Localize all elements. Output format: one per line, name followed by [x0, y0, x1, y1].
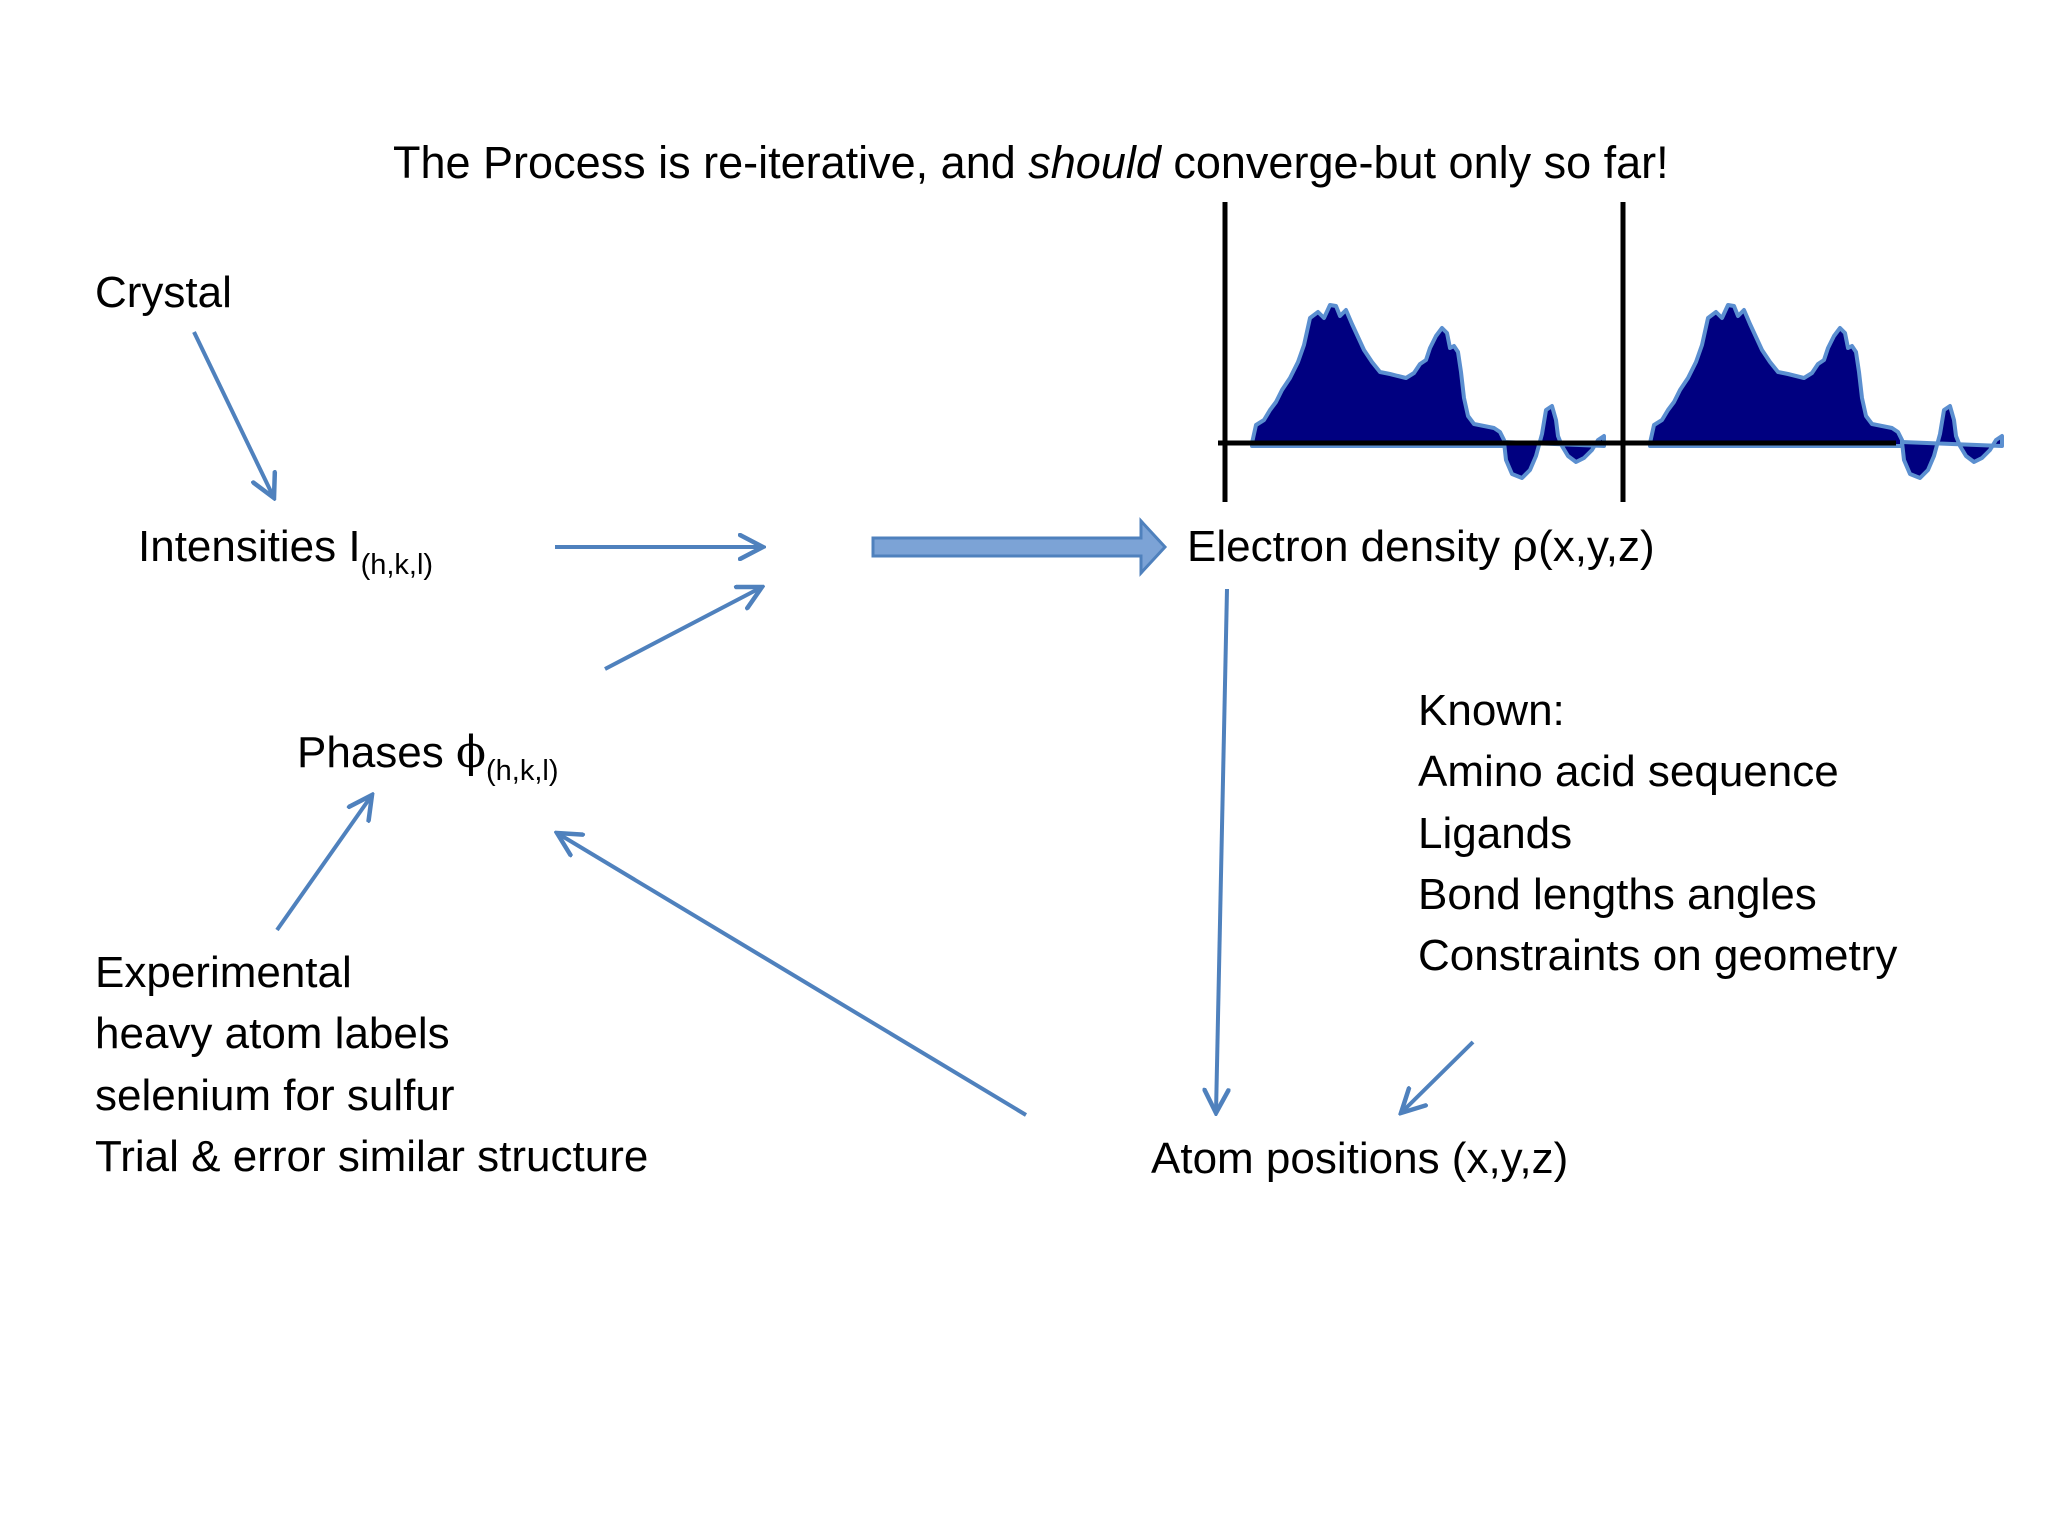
arrow-crystal-to-intensities [192, 331, 274, 498]
arrow-atoms-to-phases [557, 833, 1028, 1117]
known-heading: Known: [1418, 686, 1565, 735]
electron-density-plot [1218, 202, 2004, 502]
known-item: Bond lengths angles [1418, 869, 1817, 919]
title-text-start: The Process is re-iterative, and [393, 137, 1029, 188]
arrow-experimental-to-phases [275, 795, 372, 932]
phase-source-item: selenium for sulfur [95, 1070, 455, 1120]
block-arrow-to-electron-density [871, 517, 1168, 577]
known-item: Constraints on geometry [1418, 931, 1898, 981]
intensities-subscript: (h,k,l) [360, 549, 434, 582]
arrow-known-to-atoms [1401, 1040, 1475, 1113]
node-crystal: Crystal [95, 268, 232, 317]
phase-source-item: Trial & error similar structure [95, 1131, 649, 1181]
node-phases: Phases ϕ(h,k,l) [297, 731, 558, 786]
phases-subscript: (h,k,l) [485, 755, 559, 788]
arrow-density-to-atoms [1216, 588, 1227, 1113]
intensities-label: Intensities I [138, 522, 361, 571]
title-text-end: converge-but only so far! [1160, 137, 1669, 188]
phase-source-item: heavy atom labels [95, 1009, 450, 1059]
phi-symbol: ϕ [455, 727, 486, 778]
known-list: Known: Amino acid sequence Ligands Bond … [1418, 680, 1897, 986]
node-electron-density: Electron density ρ(x,y,z) [1187, 525, 1655, 569]
phase-source-item: Experimental [95, 948, 352, 997]
known-item: Ligands [1418, 808, 1573, 858]
density-dip-right [1900, 404, 2004, 480]
page-title: The Process is re-iterative, and should … [393, 140, 1669, 185]
phase-sources-list: Experimental heavy atom labels selenium … [95, 942, 648, 1187]
arrow-phases-to-combine [604, 587, 762, 671]
known-item: Amino acid sequence [1418, 747, 1839, 797]
node-atom-positions: Atom positions (x,y,z) [1151, 1134, 1569, 1183]
rho-symbol: ρ [1512, 521, 1539, 572]
electron-density-args: (x,y,z) [1538, 522, 1655, 571]
density-trace-right [1648, 303, 1904, 448]
density-trace-left [1250, 303, 1506, 448]
electron-density-label: Electron density [1187, 522, 1513, 571]
node-intensities: Intensities I(h,k,l) [138, 525, 433, 580]
title-emphasis: should [1028, 137, 1161, 188]
phases-label: Phases [297, 728, 456, 777]
